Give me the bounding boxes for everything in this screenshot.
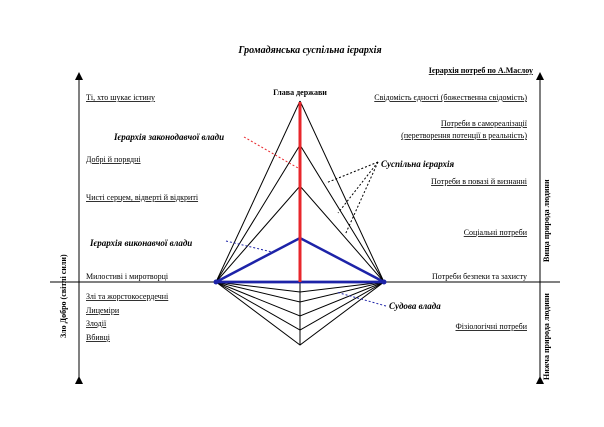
maslow-unity-consciousness: Свідомість єдності (божественна свідоміс… <box>374 93 527 102</box>
lower-fan <box>215 281 385 346</box>
left-item-merciful: Милостиві і миротворці <box>86 272 169 281</box>
left-item-good-and-decent: Добрі й порядні <box>86 155 141 164</box>
left-item-pure-in-heart: Чисті серцем, відверті й відкриті <box>86 193 199 202</box>
diagram-title: Громадянська суспільна ієрархія <box>237 45 381 56</box>
right-axis-upper-label: Вища природа людини <box>542 179 551 262</box>
civil-hierarchy-pointers <box>325 161 379 236</box>
right-vertex-dot <box>381 279 387 285</box>
maslow-physiological: Фізіологічні потреби <box>455 322 527 331</box>
judicial-pointer <box>335 291 387 307</box>
maslow-esteem: Потреби в повазі й визнанні <box>431 177 528 186</box>
maslow-safety: Потреби безпеки та захисту <box>432 272 527 281</box>
maslow-social: Соціальні потреби <box>464 228 528 237</box>
right-axis-lower-label: Нижча природа людини <box>542 293 551 380</box>
maslow-title: Ієрархія потреб по А.Маслоу <box>429 66 533 75</box>
judicial-label: Судова влада <box>389 301 441 311</box>
left-item-evil: Злі та жорстокосердечні <box>86 292 169 301</box>
civil-hierarchy-label: Суспільна ієрархія <box>381 159 455 169</box>
left-item-thieves: Злодії <box>86 319 107 328</box>
maslow-self-realization-note: (перетворення потенції в реальність) <box>401 131 527 140</box>
left-item-killers: Вбивці <box>86 333 111 342</box>
maslow-self-realization: Потреби в самореалізації <box>441 119 528 128</box>
executive-label: Ієрархія виконавчої влади <box>89 238 192 248</box>
left-item-hypocrites: Лицеміри <box>86 306 120 315</box>
head-of-state-label: Глава держави <box>273 88 327 97</box>
left-axis-label: Зло Добро (світлі сили) <box>59 254 68 338</box>
left-vertex-dot <box>213 279 219 285</box>
legislative-label: Ієрархія законодавчої влади <box>113 132 224 142</box>
left-item-truth-seekers: Ті, хто шукає істину <box>86 93 155 102</box>
